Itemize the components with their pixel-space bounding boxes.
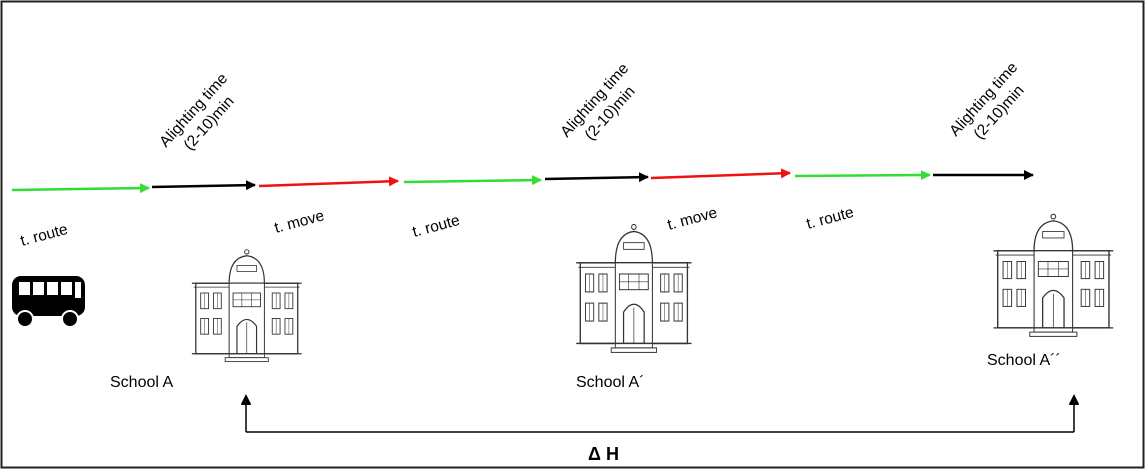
school-label-a: School A [110, 374, 173, 391]
route-label-1: t. route [19, 221, 70, 250]
school-building-icon-a-double-prime [992, 213, 1114, 338]
delta-h-arrow-right [1069, 394, 1079, 404]
route-arrow-3 [794, 170, 931, 181]
move-label-2: t. move [666, 204, 719, 234]
delta-h-label: Δ H [588, 444, 619, 464]
delta-h-bracket [241, 394, 1079, 433]
alight-label-1: Alighting time (2-10)min [156, 70, 237, 154]
school-building-icon-a-prime [575, 223, 693, 354]
move-arrow-2 [650, 168, 791, 180]
delta-h-arrow-left [241, 394, 251, 404]
route-arrow-2 [403, 175, 542, 186]
route-label-2: t. route [411, 212, 462, 241]
move-label-1: t. move [273, 207, 326, 237]
alight-label-3: Alighting time (2-10)min [946, 59, 1027, 143]
school-label-a-double-prime: School A´´ [987, 352, 1061, 369]
alight-arrow-2 [544, 172, 649, 183]
route-label-3: t. route [805, 204, 856, 233]
school-building-icon-a [191, 249, 303, 363]
move-arrow-1 [258, 176, 399, 188]
timeline-arrows [11, 168, 1034, 194]
alight-arrow-1 [151, 180, 256, 191]
bus-icon [12, 276, 85, 328]
alight-label-2: Alighting time (2-10)min [557, 60, 638, 144]
route-arrow-1 [11, 183, 150, 194]
school-label-a-prime: School A´ [576, 374, 644, 391]
